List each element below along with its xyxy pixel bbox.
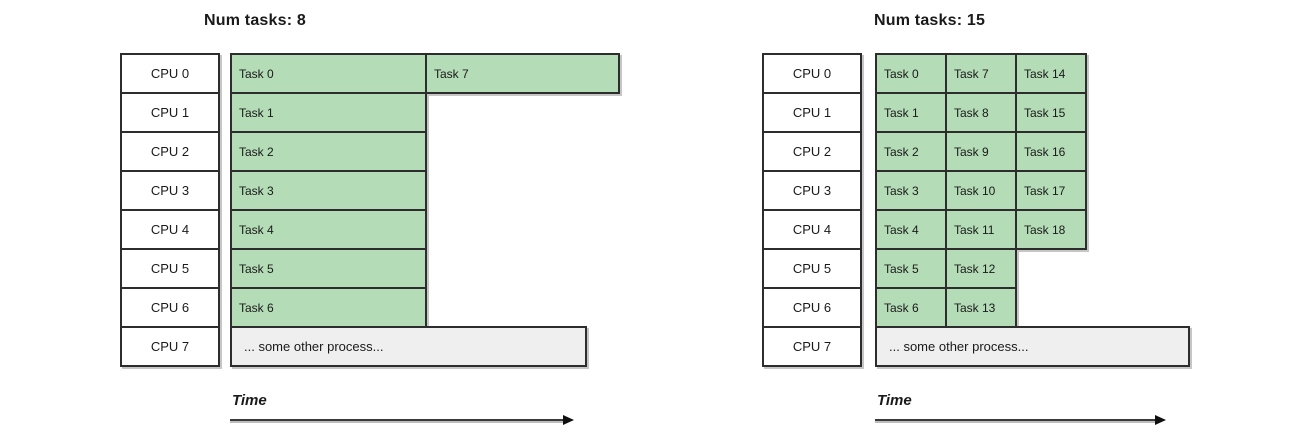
cpu-cell: CPU 2 [762, 131, 862, 172]
right-task-row: Task 6 Task 13 [875, 287, 1017, 328]
cpu-cell: CPU 0 [120, 53, 220, 94]
task-cell: Task 9 [945, 131, 1017, 172]
right-diagram-title: Num tasks: 15 [874, 12, 986, 29]
task-cell: Task 8 [945, 92, 1017, 133]
task-cell: Task 0 [875, 53, 947, 94]
cpu-cell: CPU 3 [120, 170, 220, 211]
cpu-cell: CPU 6 [762, 287, 862, 328]
task-cell: Task 14 [1015, 53, 1087, 94]
task-cell: Task 7 [425, 53, 620, 94]
arrow-head-icon [1155, 415, 1166, 425]
task-cell: Task 15 [1015, 92, 1087, 133]
left-cpu-column: CPU 0 CPU 1 CPU 2 CPU 3 CPU 4 CPU 5 CPU … [120, 53, 220, 367]
task-cell: Task 17 [1015, 170, 1087, 211]
right-time-label: Time [877, 392, 912, 409]
task-cell: Task 3 [230, 170, 427, 211]
task-cell: Task 1 [875, 92, 947, 133]
right-cpu-column: CPU 0 CPU 1 CPU 2 CPU 3 CPU 4 CPU 5 CPU … [762, 53, 862, 367]
arrow-head-icon [563, 415, 574, 425]
left-task-row: Task 1 [230, 92, 427, 133]
task-cell: Task 13 [945, 287, 1017, 328]
task-cell: Task 5 [875, 248, 947, 289]
task-cell: Task 0 [230, 53, 427, 94]
task-cell: Task 18 [1015, 209, 1087, 250]
cpu-cell: CPU 5 [120, 248, 220, 289]
task-cell: Task 7 [945, 53, 1017, 94]
right-time-arrow [875, 415, 1166, 425]
right-other-process-row: ... some other process... [875, 326, 1190, 367]
task-cell: Task 5 [230, 248, 427, 289]
left-task-row: Task 0 Task 7 [230, 53, 620, 94]
task-cell: Task 6 [230, 287, 427, 328]
left-time-label: Time [232, 392, 267, 409]
cpu-cell: CPU 3 [762, 170, 862, 211]
right-task-row: Task 0 Task 7 Task 14 [875, 53, 1087, 94]
cpu-cell: CPU 7 [762, 326, 862, 367]
task-cell: Task 6 [875, 287, 947, 328]
right-task-row: Task 1 Task 8 Task 15 [875, 92, 1087, 133]
right-task-row: Task 5 Task 12 [875, 248, 1017, 289]
left-task-row: Task 5 [230, 248, 427, 289]
cpu-cell: CPU 1 [762, 92, 862, 133]
task-cell: Task 16 [1015, 131, 1087, 172]
left-diagram-title: Num tasks: 8 [204, 12, 306, 29]
left-other-process-row: ... some other process... [230, 326, 587, 367]
cpu-cell: CPU 4 [762, 209, 862, 250]
left-task-row: Task 4 [230, 209, 427, 250]
cpu-cell: CPU 4 [120, 209, 220, 250]
task-cell: Task 11 [945, 209, 1017, 250]
cpu-cell: CPU 0 [762, 53, 862, 94]
task-cell: Task 10 [945, 170, 1017, 211]
task-cell: Task 12 [945, 248, 1017, 289]
task-cell: Task 4 [230, 209, 427, 250]
cpu-cell: CPU 5 [762, 248, 862, 289]
task-cell: Task 2 [875, 131, 947, 172]
left-task-row: Task 2 [230, 131, 427, 172]
other-process-cell: ... some other process... [875, 326, 1190, 367]
right-task-row: Task 4 Task 11 Task 18 [875, 209, 1087, 250]
left-task-row: Task 6 [230, 287, 427, 328]
other-process-cell: ... some other process... [230, 326, 587, 367]
task-cell: Task 4 [875, 209, 947, 250]
right-task-row: Task 2 Task 9 Task 16 [875, 131, 1087, 172]
task-cell: Task 1 [230, 92, 427, 133]
cpu-cell: CPU 1 [120, 92, 220, 133]
task-cell: Task 3 [875, 170, 947, 211]
cpu-cell: CPU 7 [120, 326, 220, 367]
right-task-row: Task 3 Task 10 Task 17 [875, 170, 1087, 211]
cpu-cell: CPU 2 [120, 131, 220, 172]
cpu-cell: CPU 6 [120, 287, 220, 328]
left-task-row: Task 3 [230, 170, 427, 211]
left-time-arrow [230, 415, 574, 425]
task-cell: Task 2 [230, 131, 427, 172]
